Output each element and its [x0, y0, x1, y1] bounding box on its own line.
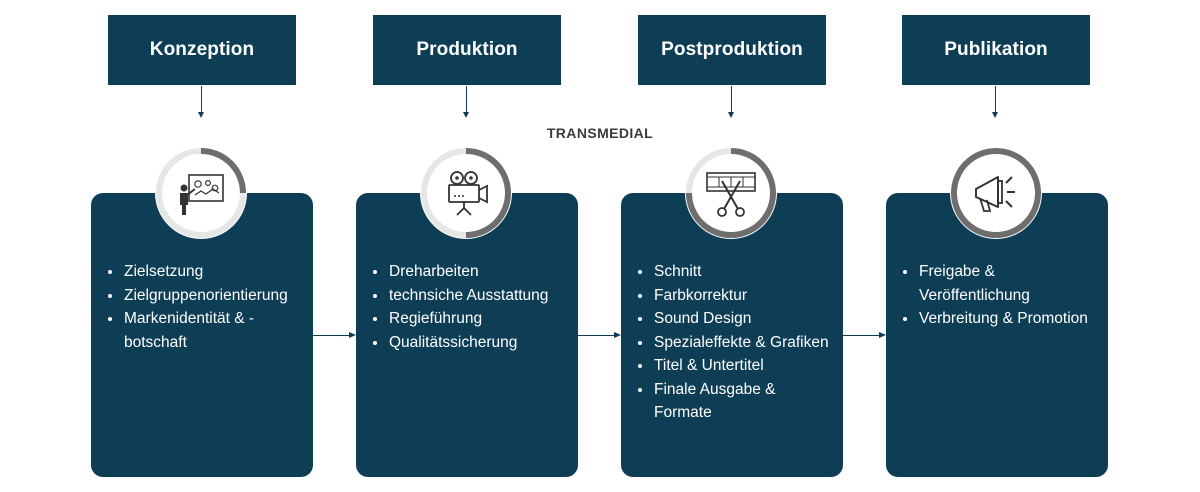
progress-ring [156, 148, 246, 238]
phase-item: Regieführung [388, 307, 570, 331]
down-arrow-line [201, 86, 202, 114]
phase-item: Finale Ausgabe & Formate [653, 378, 835, 425]
phase-item-list: Zielsetzung Zielgruppenorientierung Mark… [91, 260, 305, 354]
phase-item-list: Schnitt Farbkorrektur Sound Design Spezi… [621, 260, 835, 425]
connector-arrow-line [843, 335, 880, 336]
diagram-center-label: TRANSMEDIAL [546, 125, 654, 141]
down-arrow-head [992, 112, 998, 118]
phase-card-publikation: Freigabe & Veröffentlichung Verbreitung … [886, 193, 1108, 477]
phase-item: technsiche Ausstattung [388, 284, 570, 308]
icon-badge-publikation [950, 147, 1042, 239]
phase-item: Verbreitung & Promotion [918, 307, 1100, 331]
phase-item-list: Dreharbeiten technsiche Ausstattung Regi… [356, 260, 570, 354]
connector-arrow-line [578, 335, 615, 336]
phase-card-produktion: Dreharbeiten technsiche Ausstattung Regi… [356, 193, 578, 477]
phase-header-publikation: Publikation [902, 15, 1090, 85]
down-arrow-line [995, 86, 996, 114]
down-arrow-head [198, 112, 204, 118]
icon-badge-postproduktion [685, 147, 777, 239]
connector-arrow-head [879, 332, 886, 338]
down-arrow-line [731, 86, 732, 114]
icon-badge-produktion [420, 147, 512, 239]
phase-item: Spezialeffekte & Grafiken [653, 331, 835, 355]
phase-item: Qualitätssicherung [388, 331, 570, 355]
connector-arrow-line [313, 335, 350, 336]
phase-header-konzeption: Konzeption [108, 15, 296, 85]
connector-arrow-head [614, 332, 621, 338]
phase-card-postproduktion: Schnitt Farbkorrektur Sound Design Spezi… [621, 193, 843, 477]
phase-item: Schnitt [653, 260, 835, 284]
progress-ring [951, 148, 1041, 238]
phase-header-postproduktion: Postproduktion [638, 15, 826, 85]
down-arrow-head [463, 112, 469, 118]
phase-item: Titel & Untertitel [653, 354, 835, 378]
phase-item: Zielgruppenorientierung [123, 284, 305, 308]
phase-card-konzeption: Zielsetzung Zielgruppenorientierung Mark… [91, 193, 313, 477]
phase-item: Dreharbeiten [388, 260, 570, 284]
presentation-board-icon [180, 174, 224, 215]
phase-item: Zielsetzung [123, 260, 305, 284]
progress-ring [421, 148, 511, 238]
down-arrow-line [466, 86, 467, 114]
phase-item-list: Freigabe & Veröffentlichung Verbreitung … [886, 260, 1100, 331]
film-camera-icon [448, 171, 488, 216]
connector-arrow-head [349, 332, 356, 338]
icon-badge-konzeption [155, 147, 247, 239]
phase-item: Farbkorrektur [653, 284, 835, 308]
film-strip-scissors-icon [706, 172, 756, 217]
down-arrow-head [728, 112, 734, 118]
phase-item: Sound Design [653, 307, 835, 331]
phase-header-produktion: Produktion [373, 15, 561, 85]
phase-item: Markenidentität & -botschaft [123, 307, 305, 354]
phase-item: Freigabe & Veröffentlichung [918, 260, 1100, 307]
progress-ring [686, 148, 776, 238]
megaphone-icon [975, 176, 1015, 212]
